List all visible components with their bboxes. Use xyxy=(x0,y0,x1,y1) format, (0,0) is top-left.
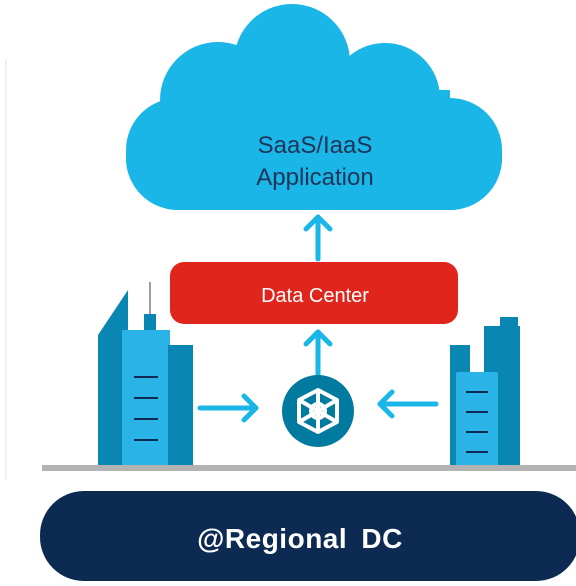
left-tower-front xyxy=(122,356,168,468)
cloud-label: SaaS/IaaS Application xyxy=(200,130,430,194)
right-tower-front xyxy=(456,372,498,468)
arrow-left-to-hub xyxy=(197,393,259,423)
network-hub-icon xyxy=(282,375,354,447)
left-tower-back xyxy=(98,290,128,468)
regional-dc-label: @Regional DC xyxy=(197,523,403,554)
data-center-box xyxy=(170,262,458,324)
left-tower-right xyxy=(168,345,193,468)
data-center-label: Data Center xyxy=(261,285,369,307)
cloud-label-line1: SaaS/IaaS xyxy=(257,132,373,159)
ground-line xyxy=(42,465,576,471)
cloud-shape xyxy=(126,4,502,210)
cloud-label-line2: Application xyxy=(256,164,374,191)
left-buildings xyxy=(98,282,193,468)
regional-dc-banner xyxy=(40,491,576,581)
right-buildings xyxy=(450,317,520,468)
arrow-dc-to-cloud xyxy=(303,214,333,262)
left-antenna xyxy=(149,282,151,316)
arrow-right-to-hub xyxy=(377,389,439,419)
arrow-hub-to-dc xyxy=(303,329,333,377)
left-spire xyxy=(144,314,156,334)
